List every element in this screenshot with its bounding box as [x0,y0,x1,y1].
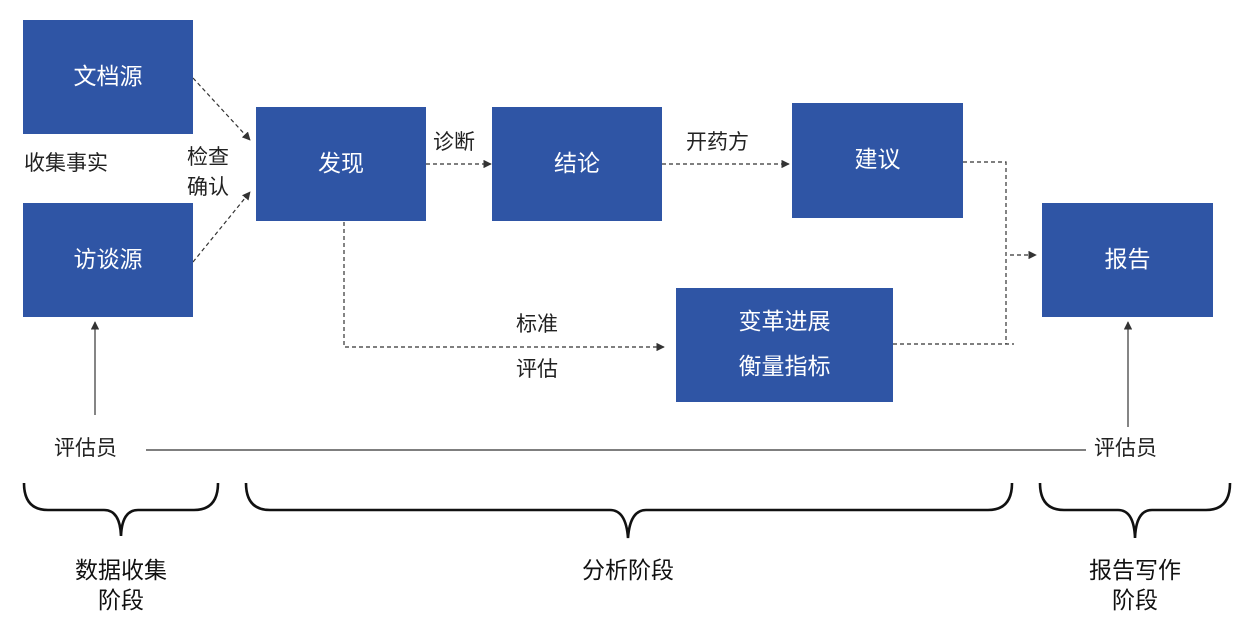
conclusion-label: 结论 [554,150,600,177]
report-label: 报告 [1104,246,1151,273]
findings-label: 发现 [318,150,364,177]
stage-report-writing-line2: 阶段 [1112,588,1158,614]
collect-facts-label: 收集事实 [24,151,108,175]
arrow-interview-to-findings [192,191,251,263]
report-box: 报告 [1042,203,1213,317]
standard-label: 标准 [516,312,558,336]
conclusion-box: 结论 [492,107,662,221]
confirm-label: 确认 [187,175,229,199]
change-metrics-box: 变革进展 衡量指标 [676,288,893,402]
interview-source-box: 访谈源 [23,203,193,317]
change-metrics-label-line2: 衡量指标 [738,354,831,380]
recommendation-box: 建议 [792,103,963,218]
stage-report-writing-line1: 报告写作 [1089,558,1181,584]
interview-source-label: 访谈源 [73,246,143,273]
diagnose-label: 诊断 [433,130,475,154]
change-metrics-label-line1: 变革进展 [738,309,831,335]
doc-source-label: 文档源 [73,63,143,90]
prescribe-label: 开药方 [686,130,749,154]
stage-data-collection-line2: 阶段 [98,588,144,614]
brace-data-collection [22,482,220,537]
arrow-doc-to-findings [192,77,251,141]
evaluate-label: 评估 [516,357,558,381]
assessor-left-label: 评估员 [54,436,117,460]
check-label: 检查 [187,145,229,169]
stage-data-collection: 数据收集 阶段 [21,556,221,616]
stage-data-collection-line1: 数据收集 [75,558,167,584]
stage-analysis: 分析阶段 [582,558,674,584]
brace-analysis [244,482,1014,539]
recommendation-label: 建议 [854,147,901,173]
doc-source-box: 文档源 [23,20,193,134]
stage-report-writing: 报告写作 阶段 [1035,556,1235,616]
connector-recommendation-to-report [963,161,1007,344]
brace-report-writing [1038,482,1232,539]
assessor-right-label: 评估员 [1094,436,1157,460]
findings-box: 发现 [256,107,426,221]
arrow-findings-to-metrics [343,222,665,352]
